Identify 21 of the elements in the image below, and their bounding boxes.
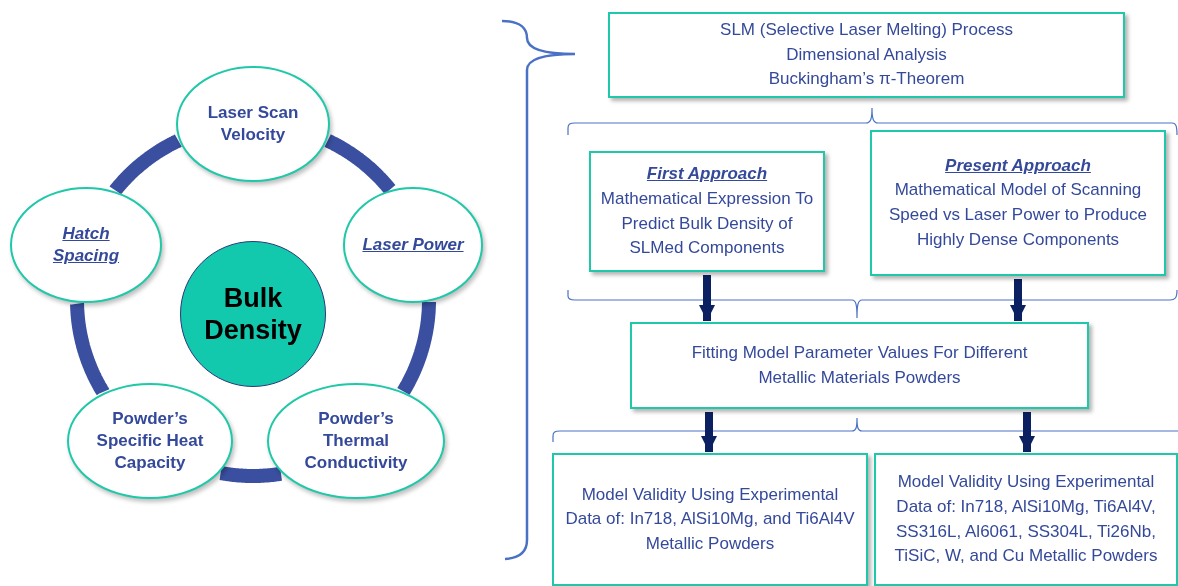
node-label: Powder’s Thermal Conductivity (304, 407, 408, 475)
box-text: Model Validity Using Experimental Data of: In718, AlSi10Mg, and Ti6Al4V Metallic Powders (564, 483, 856, 555)
box-text: Mathematical Model of Scanning Speed vs Laser Power to Produce Highly Dense Components (888, 179, 1148, 251)
process-box (630, 322, 1089, 409)
box-text: Fitting Model Parameter Values For Different Metallic Materials Powders (690, 341, 1029, 389)
box-text: Model Validity Using Experimental Data of: In718, AlSi10Mg, Ti6Al4V, SS316L, Al6061, SS304L, Ti26Nb, TiSiC, W, and Cu Metallic Powders (893, 471, 1159, 568)
node-label: Powder’s Specific Heat Capacity (95, 407, 205, 475)
process-box (608, 12, 1125, 98)
approach-heading: Laser Power (362, 233, 464, 256)
approach-heading: First Approach (646, 163, 768, 186)
process-box (874, 453, 1178, 586)
node-label: Bulk Density (203, 281, 303, 347)
approach-heading: Hatch Spacing (52, 222, 120, 267)
approach-heading: Present Approach (945, 154, 1091, 177)
process-box (870, 130, 1166, 276)
box-text: Mathematical Expression To Predict Bulk Density of SLMed Components (599, 187, 815, 260)
process-box (552, 453, 868, 586)
box-text: Buckingham’s π-Theorem (768, 68, 965, 91)
box-text: SLM (Selective Laser Melting) Process Dimensional Analysis (719, 19, 1014, 66)
node-label: Laser Scan Velocity (206, 101, 300, 146)
process-box (589, 151, 825, 272)
